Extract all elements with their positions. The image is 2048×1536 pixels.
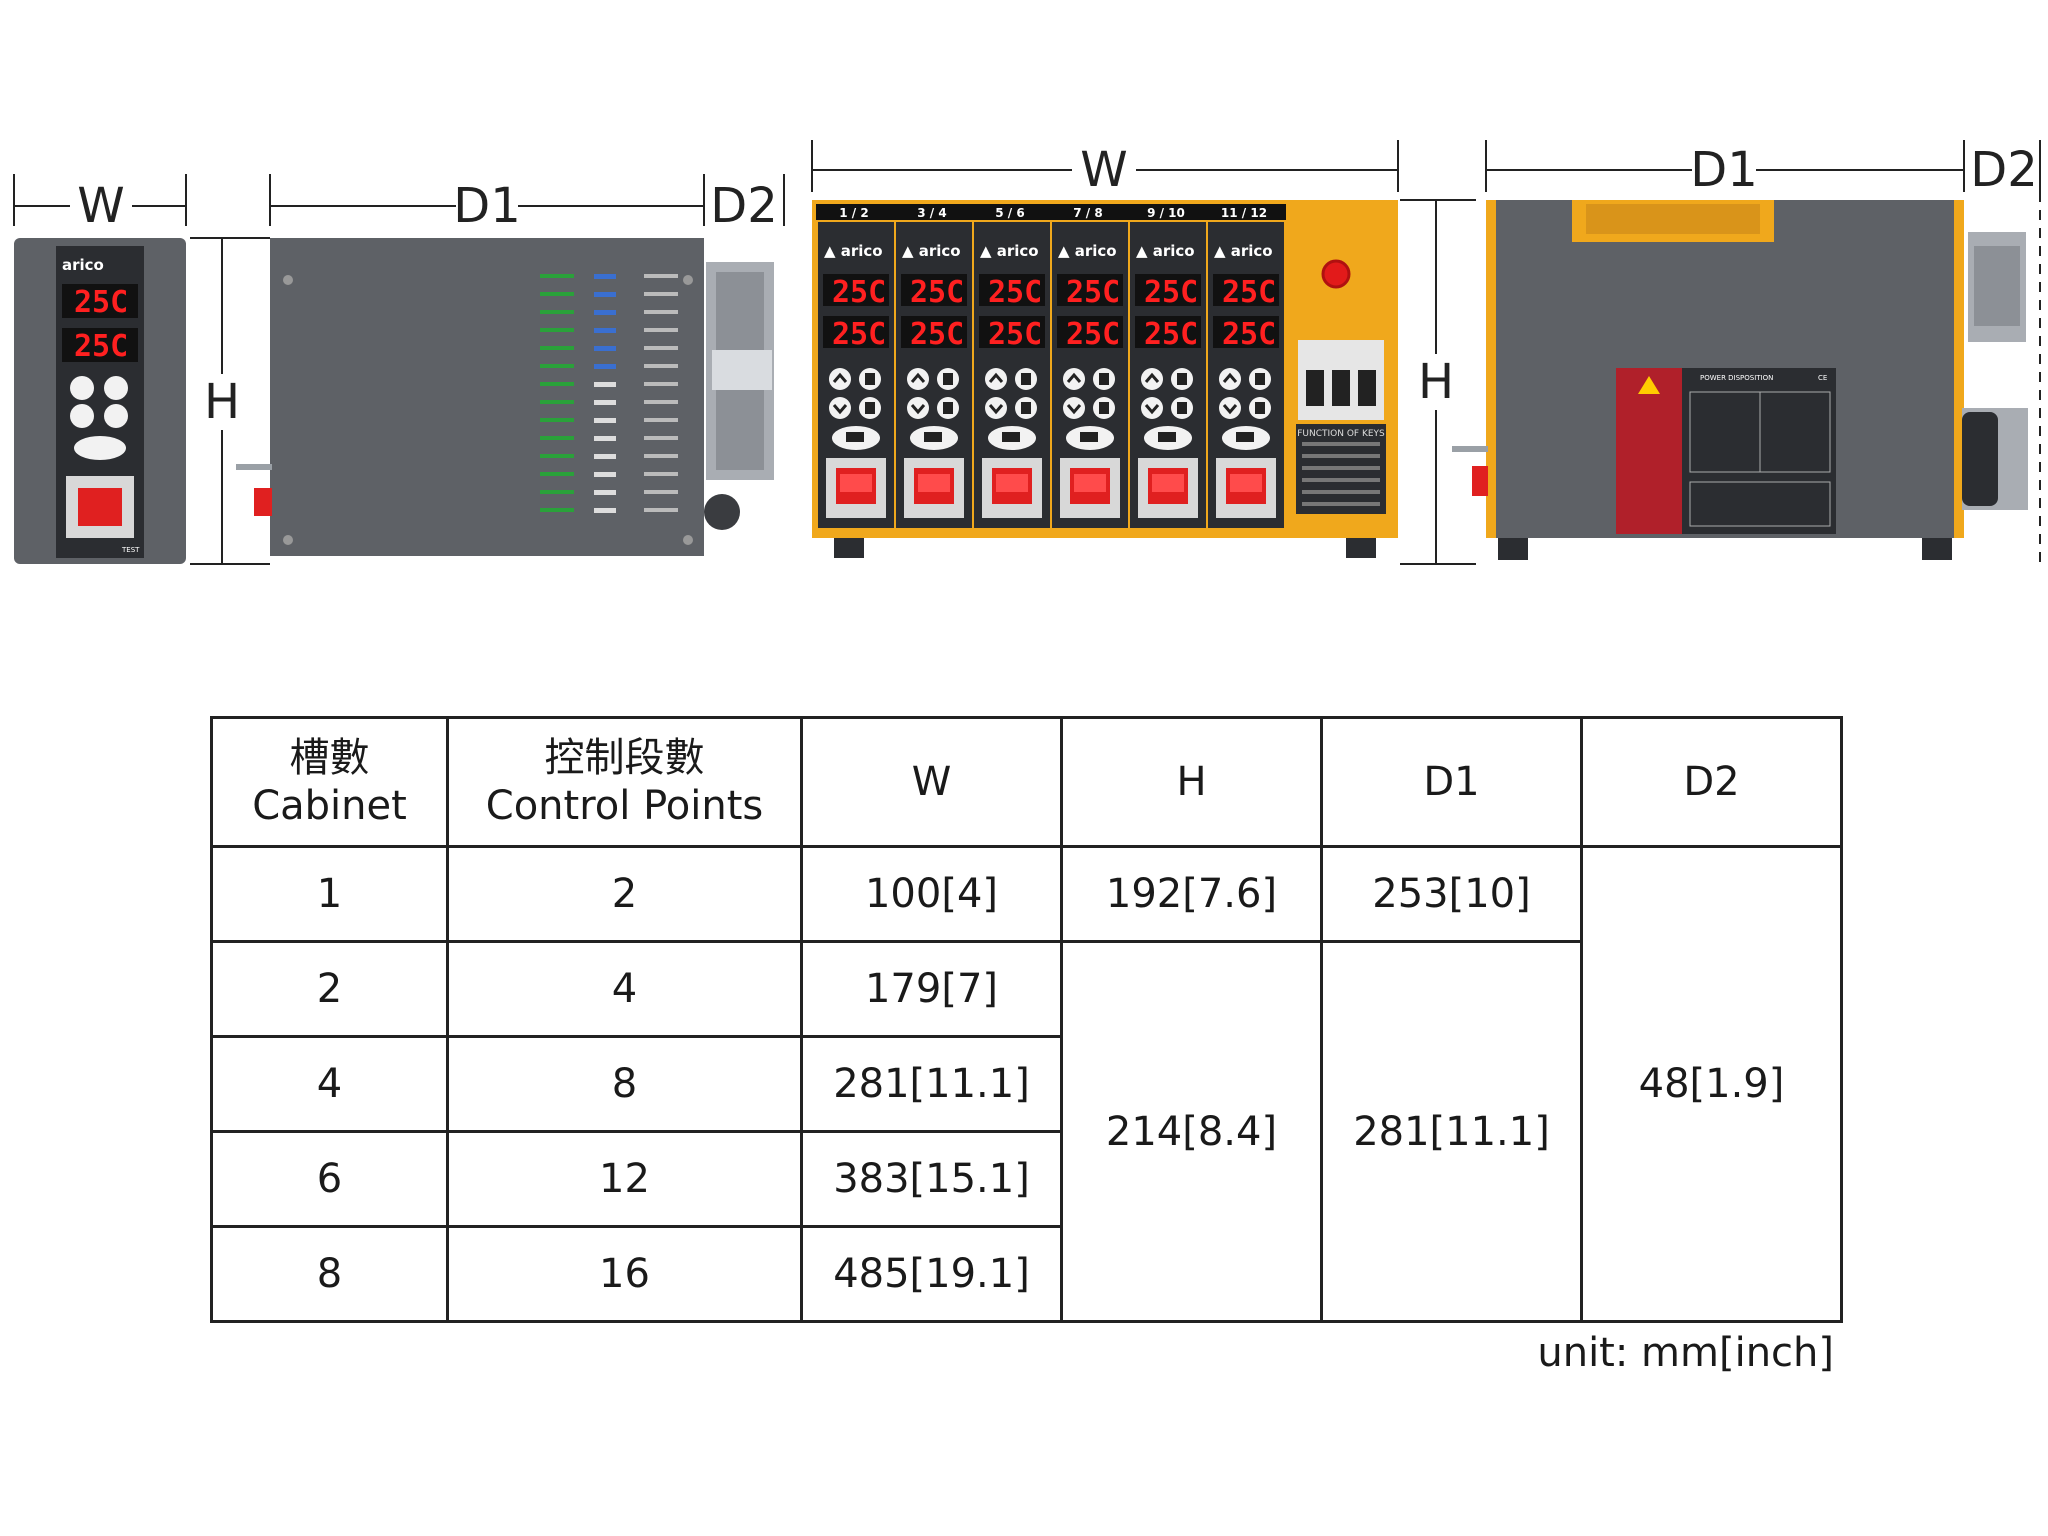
alarm-lamp bbox=[1321, 259, 1351, 289]
mode-key-icon bbox=[74, 436, 126, 460]
table-row: 1 2 100[4] 192[7.6] 253[10] 48[1.9] bbox=[210, 845, 1843, 1323]
brand-logo: arico bbox=[62, 256, 104, 274]
power-disposition-title: POWER DISPOSITION bbox=[1700, 374, 1773, 382]
dimension-h-right: H bbox=[1400, 199, 1476, 565]
cell-cabinet: 2 bbox=[210, 940, 449, 1038]
up-arrow-icon bbox=[70, 376, 94, 400]
cell-d2: 48[1.9] bbox=[1580, 845, 1843, 1323]
zone-label: 3 / 4 bbox=[917, 206, 946, 220]
test-label: TEST bbox=[121, 546, 140, 554]
cell-h: 214[8.4] bbox=[1060, 940, 1323, 1323]
zone-label: 7 / 8 bbox=[1073, 206, 1102, 220]
side-view: D1 D2 bbox=[236, 174, 785, 556]
cell-w: 485[19.1] bbox=[800, 1225, 1063, 1323]
temperature-display: 25C bbox=[74, 285, 128, 320]
controller-module bbox=[1206, 220, 1286, 530]
table-row: 8 16 485[19.1] bbox=[210, 1225, 1842, 1323]
front-view-single-cabinet: W arico 25C 25C TEST bbox=[13, 174, 187, 564]
power-switch bbox=[1472, 466, 1488, 496]
cell-points: 8 bbox=[446, 1035, 803, 1133]
unit-note: unit: mm[inch] bbox=[1537, 1330, 1834, 1376]
program-key-icon bbox=[104, 376, 128, 400]
dimension-d1-label: D1 bbox=[453, 178, 521, 234]
cable-gland bbox=[1962, 412, 1998, 506]
cell-w: 383[15.1] bbox=[800, 1130, 1063, 1228]
header-d1: D1 bbox=[1320, 716, 1583, 848]
dimension-w-label: W bbox=[1080, 142, 1127, 198]
cable-gland bbox=[704, 494, 740, 530]
cell-w: 179[7] bbox=[800, 940, 1063, 1038]
zone-label: 1 / 2 bbox=[839, 206, 868, 220]
rear-view: D1 D2 POWER DISPOSITION CE bbox=[1452, 140, 2041, 564]
power-switch bbox=[254, 488, 272, 516]
front-view-multi-cabinet: W 1 / 2 3 / 4 5 / 6 7 / 8 9 / 10 11 / 12… bbox=[811, 140, 1399, 558]
function-keys-title: FUNCTION OF KEYS bbox=[1297, 429, 1385, 439]
table-row: 4 8 281[11.1] bbox=[210, 1035, 1842, 1133]
cell-points: 2 bbox=[446, 845, 803, 943]
terminal-strip bbox=[540, 274, 678, 513]
cell-cabinet: 4 bbox=[210, 1035, 449, 1133]
dimension-h-left: H bbox=[190, 237, 270, 565]
down-arrow-icon bbox=[70, 404, 94, 428]
cell-cabinet: 6 bbox=[210, 1130, 449, 1228]
dimension-w-label: W bbox=[77, 178, 124, 234]
cell-cabinet: 8 bbox=[210, 1225, 449, 1323]
zone-label: 11 / 12 bbox=[1221, 206, 1267, 220]
power-switch bbox=[78, 488, 122, 526]
set-key-icon bbox=[104, 404, 128, 428]
dimension-d2-label: D2 bbox=[1970, 142, 2038, 198]
cell-w: 100[4] bbox=[800, 845, 1063, 943]
dimension-d1-label: D1 bbox=[1690, 142, 1758, 198]
table-row: 2 4 179[7] 214[8.4] 281[11.1] bbox=[210, 940, 1842, 1323]
cell-w: 281[11.1] bbox=[800, 1035, 1063, 1133]
cell-points: 4 bbox=[446, 940, 803, 1038]
header-w: W bbox=[800, 716, 1063, 848]
cell-cabinet: 1 bbox=[210, 845, 449, 943]
controller-module bbox=[972, 220, 1052, 530]
header-d2: D2 bbox=[1580, 716, 1843, 848]
cell-d1: 253[10] bbox=[1320, 845, 1583, 943]
controller-module bbox=[1050, 220, 1130, 530]
controller-module bbox=[816, 220, 896, 530]
table-row: 6 12 383[15.1] bbox=[210, 1130, 1842, 1228]
dimension-h-label: H bbox=[1418, 354, 1454, 410]
controller-module bbox=[894, 220, 974, 530]
product-dimension-drawing: ▲ arico 25C 25C W arico bbox=[13, 140, 2041, 565]
cell-h: 192[7.6] bbox=[1060, 845, 1323, 943]
cell-points: 12 bbox=[446, 1130, 803, 1228]
cell-points: 16 bbox=[446, 1225, 803, 1323]
header-h: H bbox=[1060, 716, 1323, 848]
ce-mark: CE bbox=[1818, 374, 1827, 382]
controller-module bbox=[1128, 220, 1208, 530]
dimension-d2-label: D2 bbox=[710, 178, 778, 234]
dimension-h-label: H bbox=[204, 374, 240, 430]
zone-label: 5 / 6 bbox=[995, 206, 1024, 220]
cell-d1: 281[11.1] bbox=[1320, 940, 1583, 1323]
zone-label: 9 / 10 bbox=[1147, 206, 1185, 220]
temperature-display: 25C bbox=[74, 329, 128, 364]
